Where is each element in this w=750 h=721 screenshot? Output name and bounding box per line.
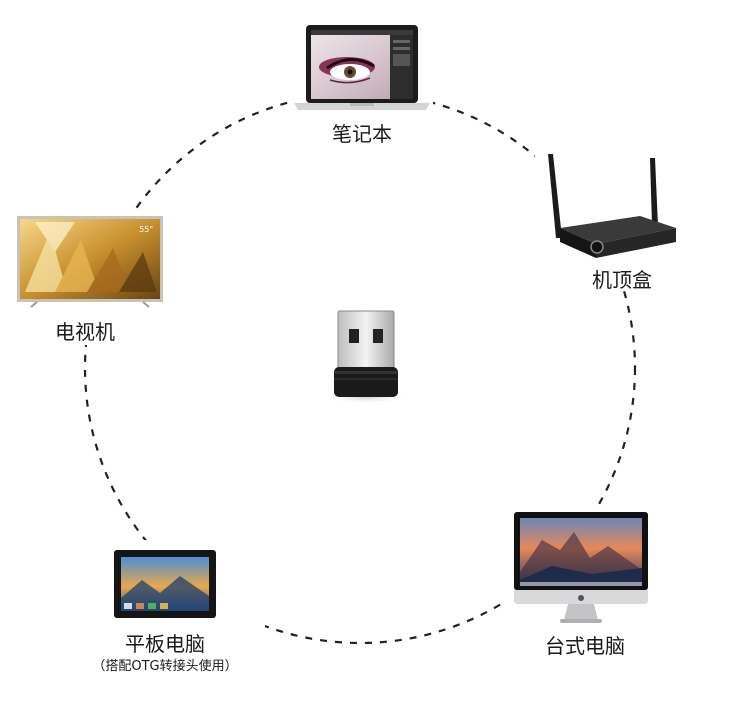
tablet-otg-note: （搭配OTG转接头使用） xyxy=(92,659,238,674)
tablet-label: 平板电脑 xyxy=(125,632,205,656)
usb-dongle-icon xyxy=(322,310,410,404)
tablet-icon xyxy=(114,550,216,618)
tv-label: 电视机 xyxy=(55,320,115,344)
desktop-label: 台式电脑 xyxy=(545,634,625,658)
tv-icon: 55" xyxy=(17,216,163,308)
set-top-box-icon xyxy=(548,154,676,258)
tv-size-mark: 55" xyxy=(139,225,153,234)
set-top-box-label: 机顶盒 xyxy=(592,268,652,292)
laptop-icon xyxy=(294,25,430,110)
desktop-computer-icon xyxy=(514,512,648,623)
laptop-label: 笔记本 xyxy=(332,122,392,146)
